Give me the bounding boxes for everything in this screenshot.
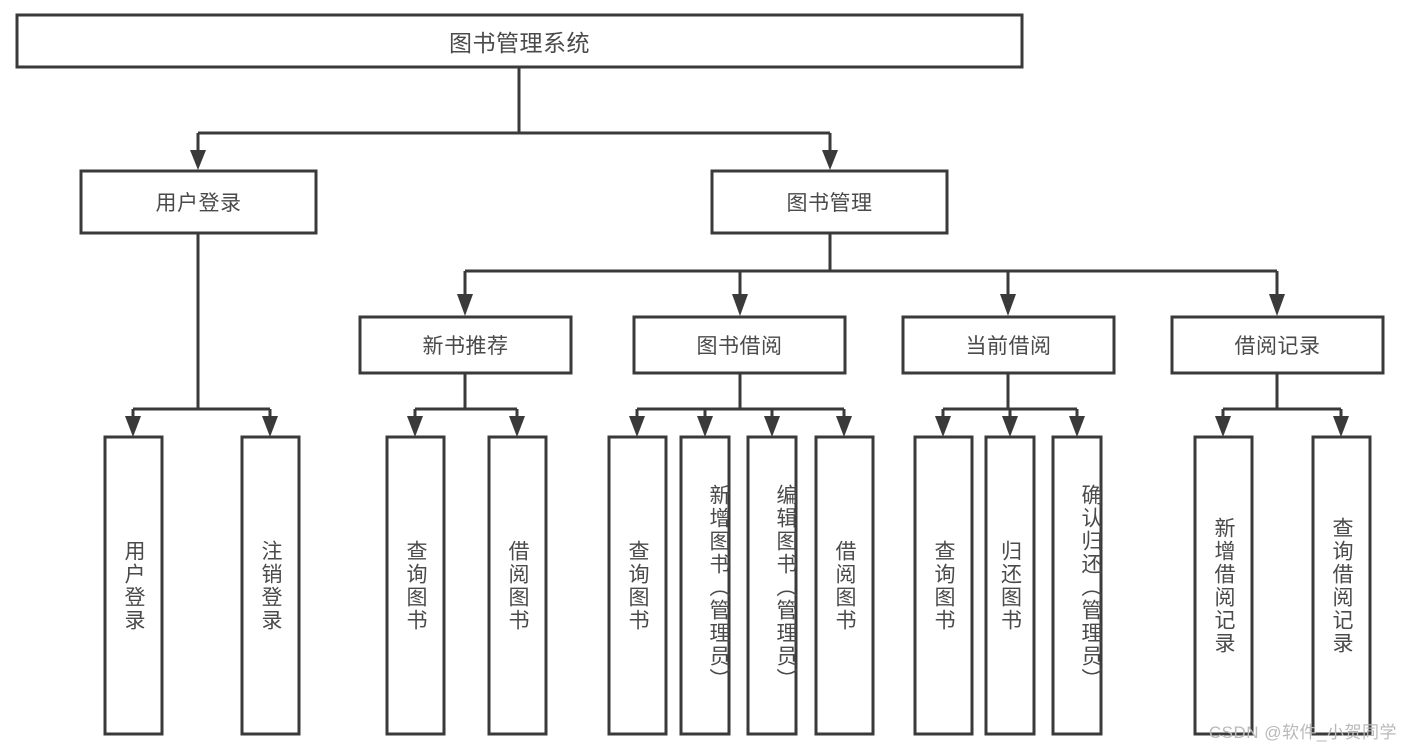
node-borrow-record-box[interactable] [1170,315,1385,375]
node-leaf-query-book-3-box[interactable] [913,435,974,736]
arrowhead-leaf-query-record [1333,416,1349,437]
arrowhead-leaf-borrow-book-1 [509,416,525,437]
arrowhead-new-book-rec [457,294,473,316]
node-leaf-query-record-box[interactable] [1311,435,1372,736]
node-new-book-rec-box[interactable] [358,315,573,375]
arrowhead-leaf-return-book [1002,416,1018,437]
node-leaf-query-book-1-box[interactable] [385,435,446,736]
arrowhead-leaf-borrow-book-2 [836,416,852,437]
node-leaf-query-book-2-box[interactable] [607,435,668,736]
node-leaf-add-book-box[interactable] [679,435,731,736]
node-leaf-logout-box[interactable] [240,435,301,736]
node-leaf-user-login-box[interactable] [103,435,164,736]
node-user-login-box[interactable] [79,169,318,235]
arrowhead-leaf-query-book-1 [407,416,423,437]
arrowhead-leaf-query-book-3 [935,416,951,437]
node-leaf-borrow-book-2-box[interactable] [814,435,875,736]
node-leaf-return-book-box[interactable] [984,435,1036,736]
arrowhead-borrow-record [1269,294,1285,316]
node-book-manage-box[interactable] [710,169,949,235]
arrowhead-leaf-confirm-return [1069,416,1085,437]
arrowhead-leaf-query-book-2 [629,416,645,437]
arrowhead-book-manage [822,150,838,170]
node-leaf-edit-book-box[interactable] [746,435,798,736]
node-leaf-borrow-book-1-box[interactable] [487,435,548,736]
arrowhead-leaf-logout [262,416,278,437]
arrowhead-leaf-add-record [1215,416,1231,437]
node-root-box[interactable] [15,13,1024,69]
arrowhead-leaf-edit-book [764,416,780,437]
node-leaf-add-record-box[interactable] [1193,435,1254,736]
node-leaf-confirm-return-box[interactable] [1051,435,1103,736]
node-current-borrow-box[interactable] [901,315,1116,375]
arrowhead-leaf-user-login [125,416,141,437]
arrowhead-user-login [190,150,206,170]
arrowhead-leaf-add-book [697,416,713,437]
node-book-borrow-box[interactable] [632,315,847,375]
arrowhead-book-borrow [732,294,748,316]
arrowhead-current-borrow [1000,294,1016,316]
